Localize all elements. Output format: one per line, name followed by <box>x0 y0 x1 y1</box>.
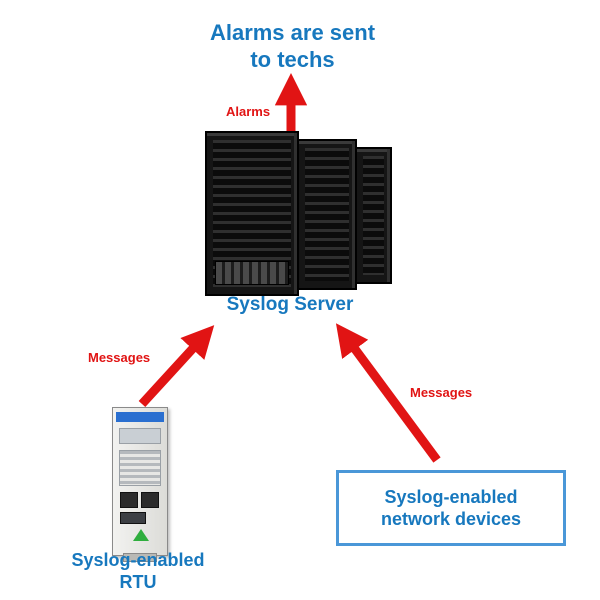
rack-cabinet-front <box>205 131 299 296</box>
rtu-device-image <box>112 407 168 562</box>
rack-slots <box>363 156 384 275</box>
rack-slots <box>305 148 349 281</box>
messages-right-label: Messages <box>410 385 473 400</box>
techs-caption: Alarms are sent to techs <box>209 20 376 72</box>
rack-cabinet-back <box>355 147 392 284</box>
rtu-label: Syslog-enabled RTU <box>71 550 205 592</box>
rtu-port-icon <box>120 492 138 508</box>
rtu-display <box>119 428 161 444</box>
alarms-label: Alarms <box>226 104 271 119</box>
rack-drive-bay <box>215 261 289 285</box>
rtu-port-icon <box>141 492 159 508</box>
network-devices-label: Syslog-enabled network devices <box>380 486 522 530</box>
rtu-logo-triangle-icon <box>133 529 149 541</box>
rtu-mount-base <box>123 553 157 562</box>
syslog-server-label: Syslog Server <box>226 294 354 315</box>
rack-cabinet-middle <box>297 139 357 290</box>
rtu-blue-header <box>116 412 164 422</box>
network-devices-box: Syslog-enabled network devices <box>336 470 566 546</box>
messages-left-label: Messages <box>88 350 151 365</box>
rtu-port-icon <box>120 512 146 524</box>
rtu-terminal-block <box>119 450 161 486</box>
messages-arrow-right <box>335 323 441 463</box>
